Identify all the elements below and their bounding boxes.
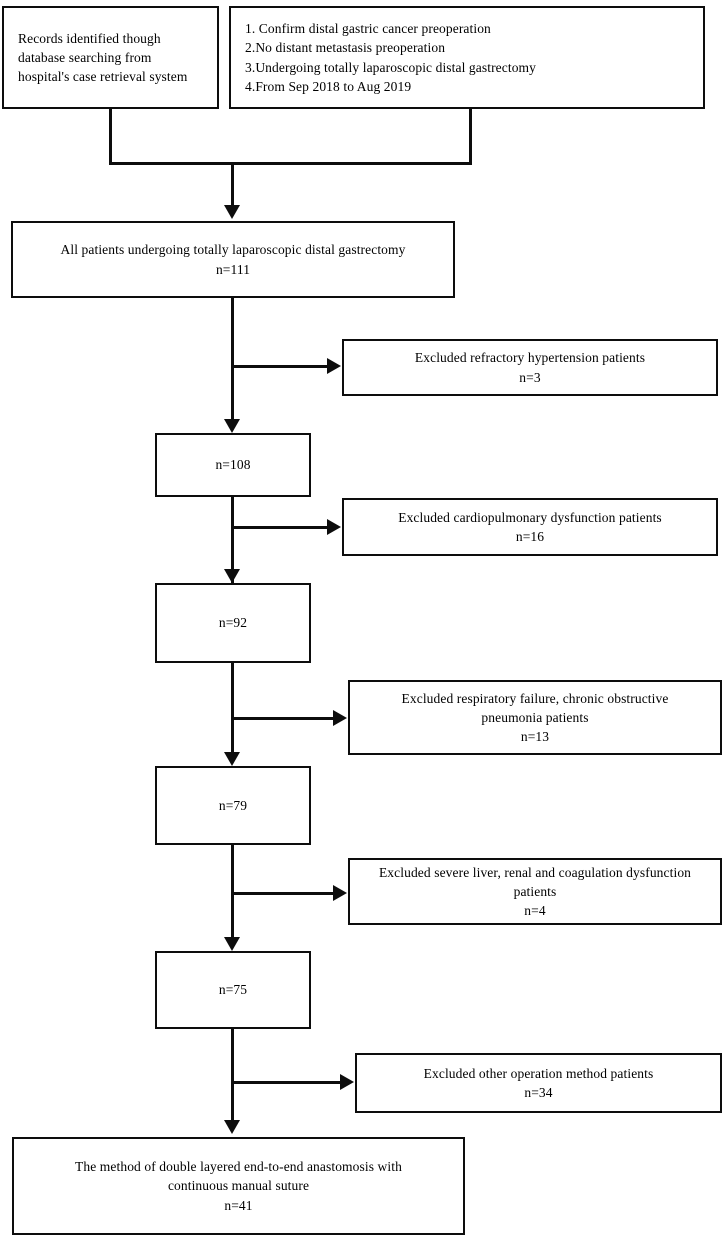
arrowhead-to-count-79 [224, 752, 240, 766]
connector-branch-hypertension [231, 365, 329, 368]
connector-merge-bar [109, 162, 472, 165]
inclusion-criteria-line-3: 3.Undergoing totally laparoscopic distal… [245, 59, 537, 75]
records-source-line-1: Records identified though [18, 30, 161, 46]
inclusion-criteria-line-4: 4.From Sep 2018 to Aug 2019 [245, 78, 412, 94]
all-patients-line-1: All patients undergoing totally laparosc… [60, 242, 406, 258]
excluded-liver-renal-line-1: Excluded severe liver, renal and coagula… [378, 864, 692, 880]
arrowhead-to-excluded-other-operation [340, 1074, 354, 1090]
connector-merge-to-all-patients [231, 162, 234, 208]
node-records-source: Records identified though database searc… [2, 6, 219, 109]
records-source-line-3: hospital's case retrieval system [18, 69, 188, 85]
excluded-cardiopulmonary-line-1: Excluded cardiopulmonary dysfunction pat… [398, 509, 662, 525]
excluded-hypertension-count: n=3 [519, 369, 541, 385]
node-all-patients: All patients undergoing totally laparosc… [11, 221, 455, 298]
count-79-value: n=79 [218, 797, 248, 813]
all-patients-count: n=111 [215, 261, 251, 277]
node-count-75: n=75 [155, 951, 311, 1029]
connector-inclusion-criteria-drop [469, 108, 472, 165]
node-excluded-hypertension: Excluded refractory hypertension patient… [342, 339, 718, 396]
arrowhead-to-excluded-cardiopulmonary [327, 519, 341, 535]
final-cohort-count: n=41 [224, 1197, 253, 1213]
connector-trunk-75-to-final [231, 1029, 234, 1122]
excluded-hypertension-line-1: Excluded refractory hypertension patient… [414, 350, 646, 366]
records-source-line-2: database searching from [18, 49, 152, 65]
excluded-liver-renal-count: n=4 [524, 903, 546, 919]
connector-branch-liver-renal [231, 892, 335, 895]
count-75-value: n=75 [218, 982, 248, 998]
excluded-other-operation-line-1: Excluded other operation method patients [423, 1065, 654, 1081]
arrowhead-to-count-108 [224, 419, 240, 433]
arrowhead-to-count-92 [224, 569, 240, 583]
excluded-liver-renal-line-2: patients [513, 883, 557, 899]
excluded-respiratory-line-2: pneumonia patients [481, 709, 589, 725]
final-cohort-line-2: continuous manual suture [167, 1178, 310, 1194]
final-cohort-line-1: The method of double layered end-to-end … [75, 1159, 402, 1175]
excluded-respiratory-count: n=13 [520, 729, 550, 745]
arrowhead-to-excluded-hypertension [327, 358, 341, 374]
node-excluded-respiratory: Excluded respiratory failure, chronic ob… [348, 680, 722, 755]
node-excluded-other-operation: Excluded other operation method patients… [355, 1053, 722, 1113]
node-count-108: n=108 [155, 433, 311, 497]
connector-branch-respiratory [231, 717, 335, 720]
arrowhead-to-excluded-liver-renal [333, 885, 347, 901]
arrowhead-to-excluded-respiratory [333, 710, 347, 726]
connector-records-source-drop [109, 108, 112, 165]
inclusion-criteria-line-2: 2.No distant metastasis preoperation [245, 40, 446, 56]
arrowhead-to-count-75 [224, 937, 240, 951]
excluded-respiratory-line-1: Excluded respiratory failure, chronic ob… [401, 690, 669, 706]
connector-branch-other-operation [231, 1081, 342, 1084]
connector-trunk-92-to-79 [231, 663, 234, 754]
node-count-92: n=92 [155, 583, 311, 663]
node-excluded-cardiopulmonary: Excluded cardiopulmonary dysfunction pat… [342, 498, 718, 556]
excluded-other-operation-count: n=34 [524, 1085, 553, 1100]
node-inclusion-criteria: 1. Confirm distal gastric cancer preoper… [229, 6, 705, 109]
arrowhead-to-final-cohort [224, 1120, 240, 1134]
count-92-value: n=92 [218, 615, 248, 631]
connector-trunk-108-to-92 [231, 497, 234, 583]
node-final-cohort: The method of double layered end-to-end … [12, 1137, 465, 1235]
connector-trunk-111-to-108 [231, 297, 234, 421]
inclusion-criteria-line-1: 1. Confirm distal gastric cancer preoper… [245, 21, 491, 37]
node-excluded-liver-renal: Excluded severe liver, renal and coagula… [348, 858, 722, 925]
node-count-79: n=79 [155, 766, 311, 845]
count-108-value: n=108 [215, 457, 251, 473]
excluded-cardiopulmonary-count: n=16 [515, 529, 545, 544]
connector-branch-cardiopulmonary [231, 526, 329, 529]
arrowhead-to-all-patients [224, 205, 240, 219]
